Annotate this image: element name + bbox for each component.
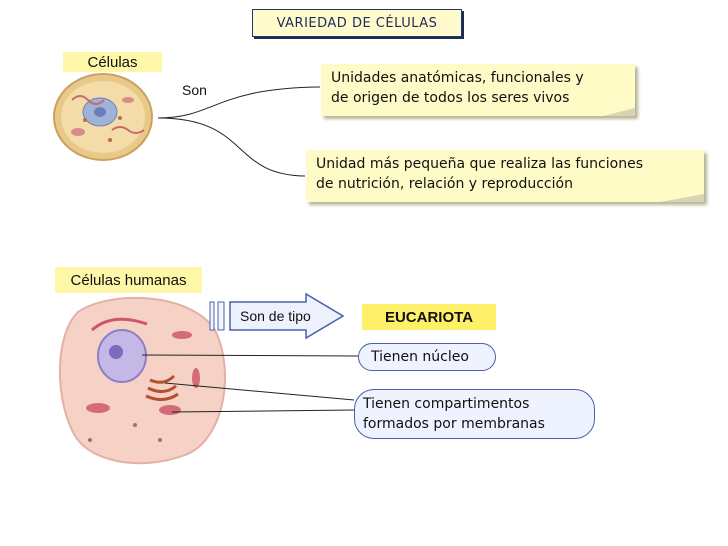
note-definition-1-line-1: Unidades anatómicas, funcionales y [331,70,584,86]
page-title: VARIEDAD DE CÉLULAS [252,9,462,37]
son-de-tipo-arrow [209,292,345,340]
human-cell-image [59,296,226,465]
note-definition-1-line-2: de origen de todos los seres vivos [331,90,570,106]
connector-nucleo [141,354,359,357]
connector-compart-2 [171,409,355,413]
connector-son-to-note2 [157,117,306,177]
note-definition-2-line-2: de nutrición, relación y reproducción [316,176,573,192]
connector-compart-1 [164,382,355,401]
tienen-nucleo-text: Tienen núcleo [371,349,469,365]
tienen-nucleo-pill: Tienen núcleo [358,343,496,371]
tienen-compartimentos-pill: Tienen compartimentos formados por membr… [354,389,595,439]
connector-son-to-note1 [157,86,321,119]
tienen-compartimentos-line-1: Tienen compartimentos [363,396,530,412]
animal-cell-small-image [53,73,153,161]
eucariota-label: EUCARIOTA [362,304,496,330]
son-label: Son [182,82,207,98]
note-definition-2: Unidad más pequeña que realiza las funci… [306,150,704,202]
celulas-label: Células [63,52,162,72]
celulas-humanas-label: Células humanas [55,267,202,293]
tienen-compartimentos-line-2: formados por membranas [363,416,545,432]
note-definition-1: Unidades anatómicas, funcionales y de or… [321,64,635,116]
note-definition-2-line-1: Unidad más pequeña que realiza las funci… [316,156,643,172]
son-de-tipo-label: Son de tipo [240,308,311,324]
